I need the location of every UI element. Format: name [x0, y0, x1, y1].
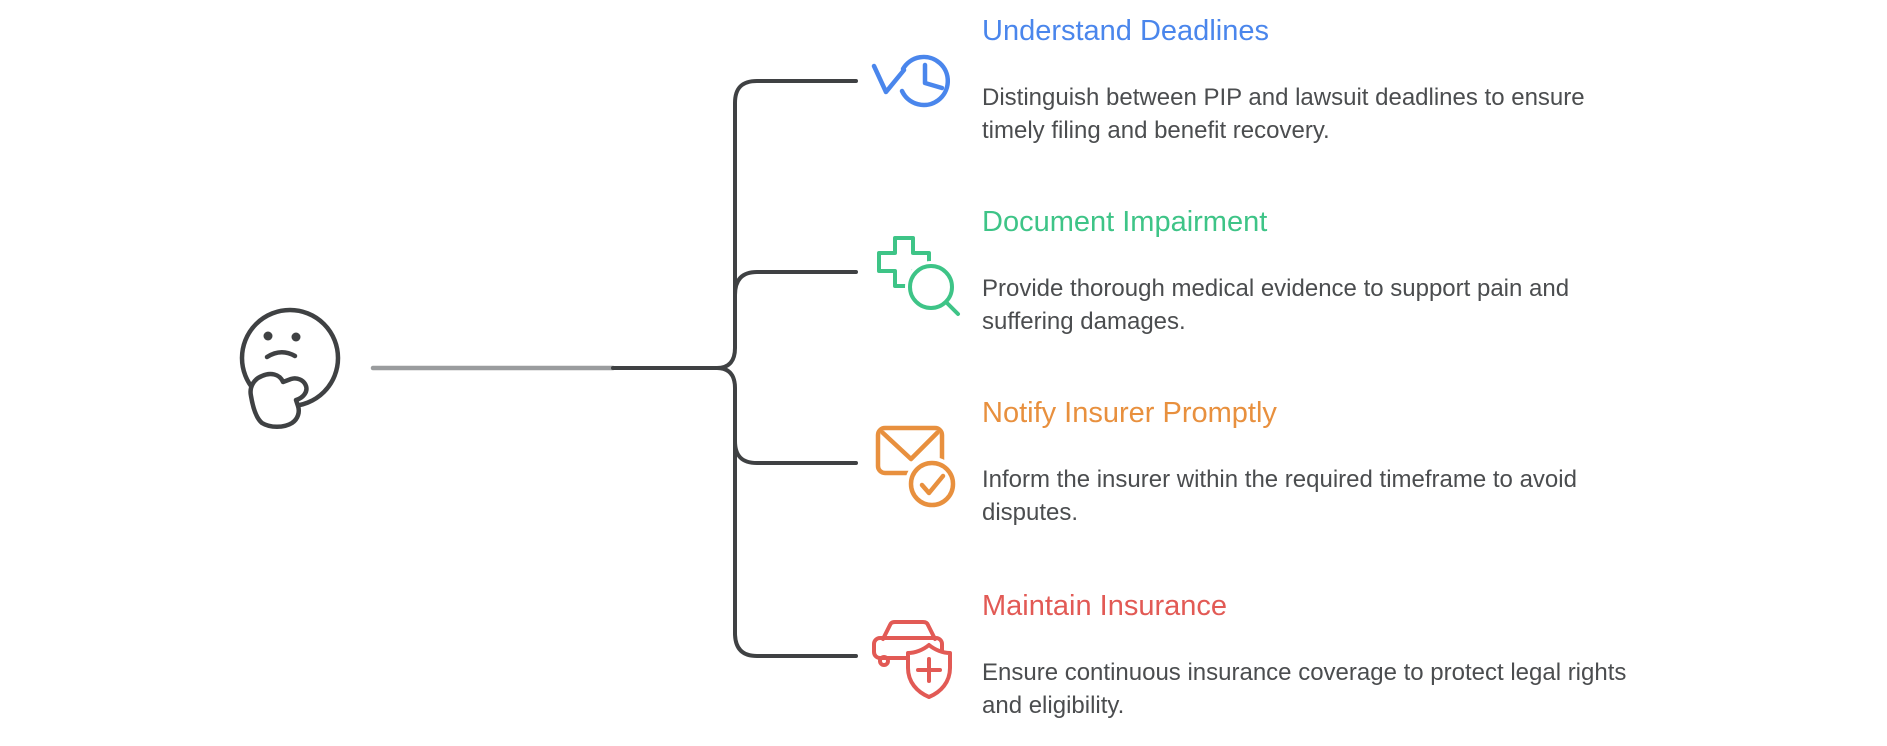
medical-search-icon — [877, 236, 960, 316]
section-document-impairment: Document Impairment Provide thorough med… — [982, 204, 1569, 338]
description-line: suffering damages. — [982, 308, 1186, 335]
description-line: Inform the insurer within the required t… — [982, 466, 1577, 493]
description-line: Ensure continuous insurance coverage to … — [982, 659, 1627, 686]
section-description: Provide thorough medical evidence to sup… — [982, 272, 1569, 338]
section-title: Maintain Insurance — [982, 590, 1228, 622]
branch-connectors — [611, 79, 858, 658]
section-title: Understand Deadlines — [982, 15, 1269, 47]
car-insurance-icon — [872, 620, 952, 699]
section-description: Ensure continuous insurance coverage to … — [982, 656, 1626, 722]
thinking-face-icon — [239, 307, 341, 429]
description-line: disputes. — [982, 499, 1079, 526]
section-maintain-insurance: Maintain Insurance Ensure continuous ins… — [982, 588, 1626, 722]
description-line: timely filing and benefit recovery. — [982, 117, 1330, 144]
section-understand-deadlines: Understand Deadlines Distinguish between… — [982, 13, 1585, 147]
mail-check-icon — [875, 425, 959, 511]
branch-3-line — [733, 439, 858, 465]
section-title: Document Impairment — [982, 206, 1268, 238]
thinking-face-hand — [248, 371, 309, 429]
thinking-face-eye-right — [291, 332, 301, 342]
section-notify-insurer: Notify Insurer Promptly Inform the insur… — [982, 395, 1577, 529]
branch-1-line — [715, 79, 858, 370]
thinking-face-mouth — [264, 350, 298, 360]
branch-4-line — [715, 366, 858, 658]
section-description: Distinguish between PIP and lawsuit dead… — [982, 81, 1585, 147]
section-title: Notify Insurer Promptly — [982, 397, 1277, 429]
description-line: Distinguish between PIP and lawsuit dead… — [982, 84, 1585, 111]
history-clock-icon — [871, 54, 951, 108]
section-description: Inform the insurer within the required t… — [982, 463, 1577, 529]
branch-2-line — [733, 270, 858, 297]
description-line: and eligibility. — [982, 692, 1125, 719]
description-line: Provide thorough medical evidence to sup… — [982, 275, 1570, 302]
thinking-face-eye-left — [263, 331, 273, 341]
